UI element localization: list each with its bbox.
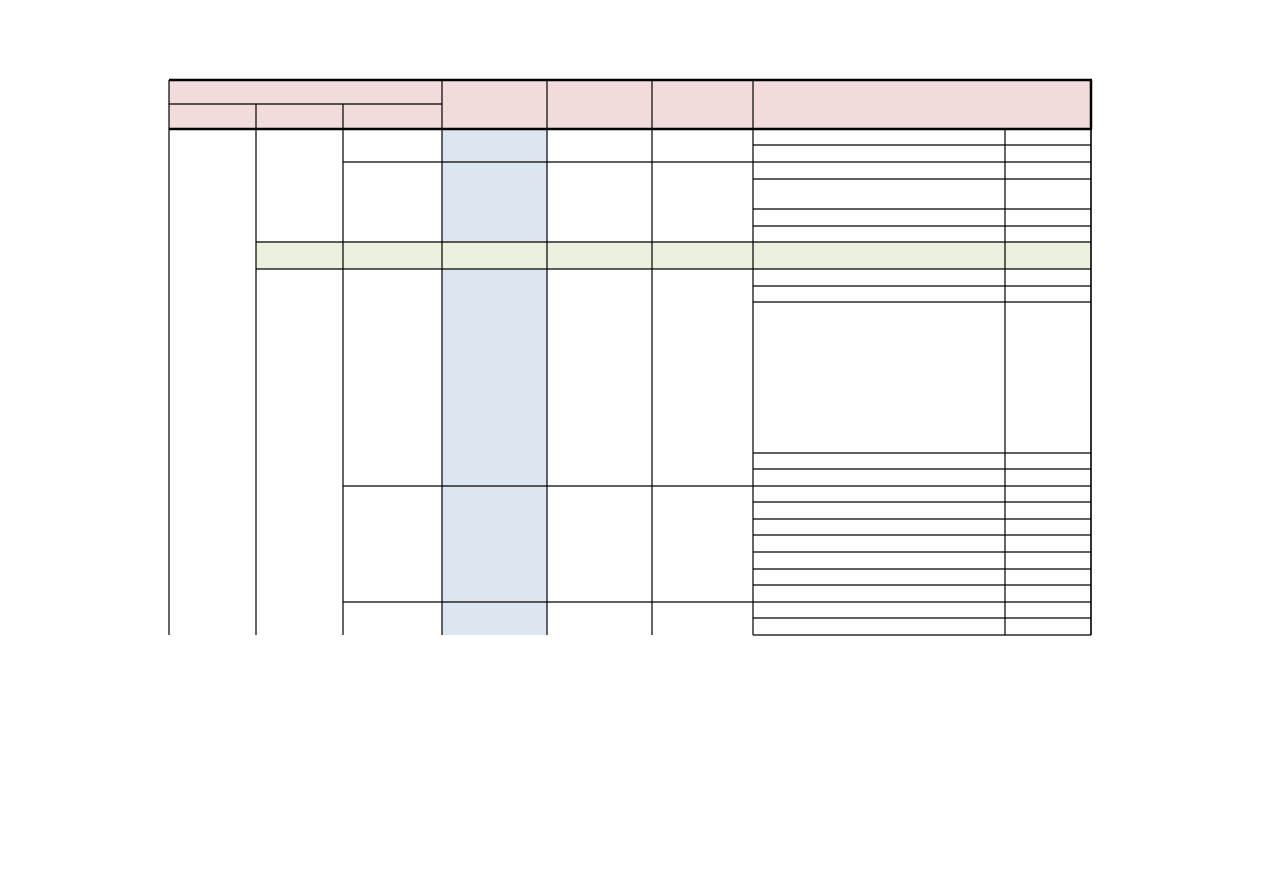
blue-column-cell (442, 269, 547, 635)
green-row (256, 242, 1091, 269)
blue-column-cell (442, 129, 547, 242)
